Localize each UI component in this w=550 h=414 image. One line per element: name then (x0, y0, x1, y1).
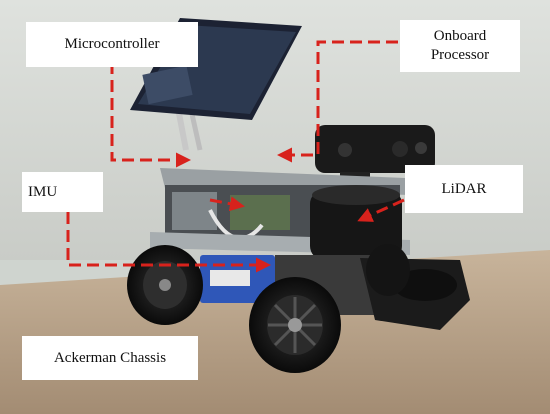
onboard-processor-label-text: Onboard Processor (431, 27, 489, 65)
lidar-label: LiDAR (405, 165, 523, 213)
onboard-processor-line1: Onboard (433, 28, 487, 44)
wheel-front-left (249, 277, 341, 373)
ackerman-chassis-label: Ackerman Chassis (22, 336, 198, 380)
imu-label: IMU (22, 172, 103, 212)
microcontroller-label: Microcontroller (26, 22, 198, 67)
ackerman-chassis-label-text: Ackerman Chassis (53, 349, 167, 366)
microcontroller-label-text: Microcontroller (64, 36, 160, 52)
imu-label-text: IMU (28, 183, 58, 200)
onboard-processor-label: Onboard Processor (400, 20, 520, 72)
robot-body (150, 168, 470, 330)
depth-camera (315, 125, 435, 190)
lidar-label-text: LiDAR (441, 180, 487, 197)
wheel-rear-right (366, 244, 410, 296)
wheel-rear-left (127, 245, 203, 325)
annotation-lines (66, 40, 405, 273)
onboard-processor-line2: Processor (430, 47, 490, 63)
